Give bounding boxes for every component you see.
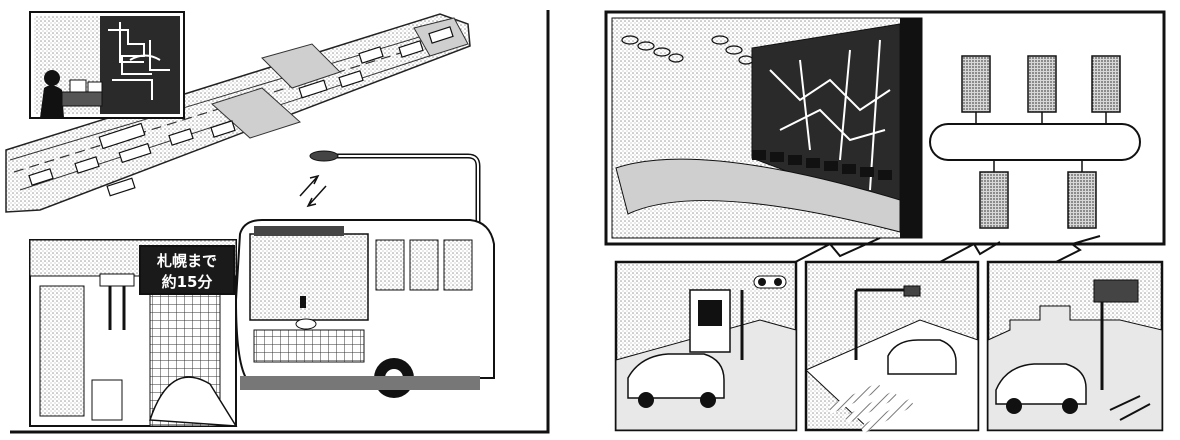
servers-bottom	[979, 160, 1097, 229]
highway	[5, 13, 471, 213]
server-network	[929, 55, 1141, 229]
traffic-control-center	[604, 10, 1166, 246]
highway-cars	[28, 26, 454, 197]
panel-roadside-terminal	[614, 260, 798, 432]
control-room-inset	[29, 11, 185, 119]
network-ring	[929, 123, 1141, 161]
bus-stop-display-line2: 約15分	[162, 273, 213, 291]
console-monitors	[752, 150, 892, 180]
servers-top	[961, 55, 1121, 124]
bus-stop-display: 札幌まで 約15分	[139, 245, 235, 295]
panel-intersection-beacon	[804, 260, 980, 434]
bus-stop-display-line1: 札幌まで	[156, 252, 217, 270]
bus	[234, 219, 495, 398]
left-scene: 札幌まで 約15分	[5, 4, 550, 434]
roadside-antenna-pole	[299, 150, 481, 376]
wireless-links	[779, 235, 1101, 271]
panel-street-car	[986, 260, 1164, 432]
right-scene	[604, 10, 1166, 434]
